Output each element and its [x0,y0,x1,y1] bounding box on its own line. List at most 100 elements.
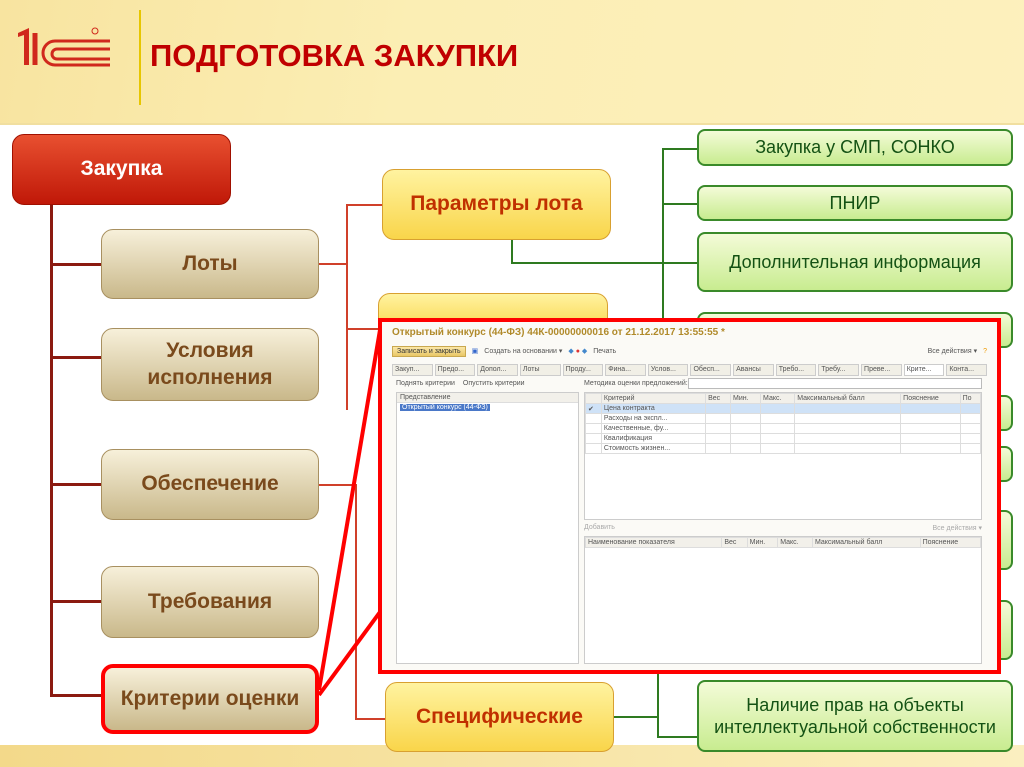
column-header: Вес [721,537,748,548]
node-ip-rights: Наличие прав на объекты интеллектуальной… [697,680,1013,752]
connector [50,263,102,266]
node-pnir: ПНИР [697,185,1013,221]
connector [50,205,53,697]
node-lots: Лоты [101,229,319,299]
form-tab[interactable]: Крите... [903,364,945,376]
method-input[interactable] [688,378,982,389]
table-row[interactable]: Стоимость жизнен... [585,443,982,454]
lower-criteria-button[interactable]: Опустить критерии [462,380,525,387]
page-title: ПОДГОТОВКА ЗАКУПКИ [150,38,519,73]
form-tab[interactable]: Услов... [647,364,689,376]
criterion-name: Квалификация [600,433,707,444]
criterion-name: Расходы на экспл... [600,413,707,424]
table-row[interactable]: ✔Цена контракта [585,403,982,414]
node-additional-info: Дополнительная информация [697,232,1013,292]
form-toolbar: Записать и закрыть ▣ Создать на основани… [392,344,987,358]
table-row[interactable]: Качественные, фу... [585,423,982,434]
node-root: Закупка [12,134,231,205]
connector [50,600,102,603]
connector [355,718,386,720]
embedded-screenshot: Открытый конкурс (44-ФЗ) 44К-00000000016… [378,318,1001,674]
column-header: Мин. [729,393,762,404]
save-close-button[interactable]: Записать и закрыть [392,345,466,357]
connector [662,148,664,323]
column-header: Мин. [746,537,779,548]
row-checkbox[interactable]: ✔ [585,403,602,414]
form-tab[interactable]: Лоты [519,364,561,376]
criteria-values-toolbar: Добавить Все действия ▾ [584,524,982,532]
row-checkbox[interactable] [585,443,602,454]
column-header: Пояснение [900,393,961,404]
node-specific: Специфические [385,682,614,752]
row-checkbox[interactable] [585,433,602,444]
form-tab[interactable]: Предо... [434,364,476,376]
form-tab[interactable]: Обесп... [690,364,732,376]
column-header: По [959,393,982,404]
criteria-move-bar: Поднять критерии Опустить критерии [396,380,525,387]
help-icon[interactable]: ? [983,347,987,355]
node-criteria: Критерии оценки [101,664,319,734]
row-checkbox[interactable] [585,413,602,424]
connector [346,328,380,330]
connector [614,716,659,718]
create-based-button[interactable]: Создать на основании ▾ [484,348,563,355]
connector [319,263,348,265]
column-header: Пояснение [919,537,982,548]
1c-logo [18,27,110,67]
form-tab[interactable]: Требо... [775,364,817,376]
connector [662,262,698,264]
header-band [0,0,1024,125]
connector [511,262,663,264]
form-tab[interactable]: Преве... [861,364,902,376]
table-row[interactable]: Квалификация [585,433,982,444]
connector [346,204,382,206]
column-header: Критерий [600,393,707,404]
connector [50,694,102,697]
method-label: Методика оценки предложений: [584,380,688,387]
column-header: Максимальный балл [811,537,921,548]
column-header: Макс. [777,537,813,548]
form-tab[interactable]: Требу... [818,364,860,376]
form-tab[interactable]: Конта... [946,364,987,376]
connector [662,148,698,150]
connector [657,736,698,738]
form-tab[interactable]: Проду... [562,364,604,376]
connector [50,356,102,359]
column-header: Макс. [760,393,796,404]
form-tab[interactable]: Закуп... [392,364,433,376]
criterion-name: Цена контракта [600,403,707,414]
node-requirements: Требования [101,566,319,638]
column-header: Наименование показателя [584,537,723,548]
raise-criteria-button[interactable]: Поднять критерии [396,380,455,387]
connector [662,203,698,205]
column-header: Максимальный балл [794,393,902,404]
criteria-tree: Представление Открытый конкурс (44-ФЗ) [396,392,579,664]
print-button[interactable]: Печать [593,347,617,355]
all-actions-button[interactable]: Все действия ▾ [927,348,978,355]
form-tab[interactable]: Фина... [605,364,646,376]
connector [657,672,659,738]
column-header [585,393,602,404]
add-button[interactable]: Добавить [584,524,615,531]
form-tab[interactable]: Авансы [733,364,774,376]
node-smp: Закупка у СМП, СОНКО [697,129,1013,166]
form-tab[interactable]: Допол... [477,364,518,376]
node-lot-params: Параметры лота [382,169,611,240]
all-actions-button-2[interactable]: Все действия ▾ [932,525,982,532]
row-checkbox[interactable] [585,423,602,434]
tree-header: Представление [397,393,578,403]
connector [355,484,357,720]
save-icon[interactable]: ▣ [471,348,479,355]
connector [511,240,513,264]
criterion-name: Стоимость жизнен... [600,443,707,454]
column-header: Вес [705,393,731,404]
table-row[interactable]: Расходы на экспл... [585,413,982,424]
tree-item[interactable]: Открытый конкурс (44-ФЗ) [400,404,490,411]
connector [319,484,356,486]
nav-icons[interactable]: ◆ ● ◆ [568,348,588,355]
node-conditions: Условия исполнения [101,328,319,401]
